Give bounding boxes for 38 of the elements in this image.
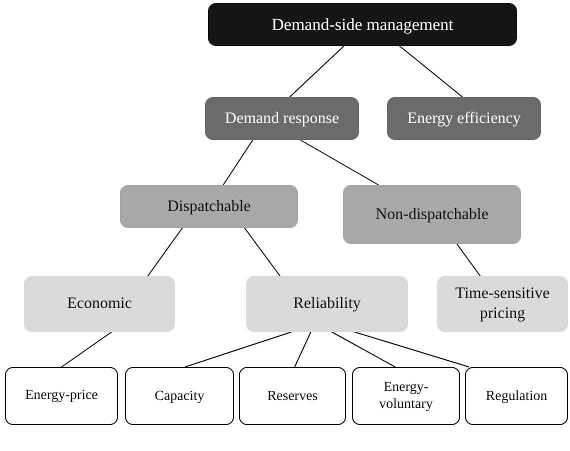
- box-label: Economic: [67, 294, 132, 314]
- connector-line: [244, 228, 281, 276]
- box-label: Energy-price: [25, 387, 98, 405]
- category-box: [246, 276, 408, 332]
- connector-line: [61, 332, 112, 368]
- category-box: [205, 97, 359, 140]
- category-box: [387, 97, 541, 140]
- connector-line: [222, 140, 254, 186]
- category-box: [120, 185, 298, 228]
- box-label: Demand-side management: [272, 14, 454, 36]
- connector-line: [331, 332, 396, 368]
- category-box: [208, 3, 517, 46]
- box-label: Non-dispatchable: [376, 204, 488, 224]
- box-label: Time-sensitive pricing: [454, 284, 551, 324]
- box-label: Dispatchable: [167, 196, 251, 216]
- category-box: [239, 367, 346, 425]
- connector-line: [294, 332, 312, 368]
- category-box: [125, 367, 234, 425]
- box-label: Demand response: [224, 108, 340, 128]
- box-label: Energy efficiency: [407, 108, 521, 128]
- category-box: [352, 367, 460, 425]
- box-label: Capacity: [154, 388, 204, 406]
- category-box: [343, 185, 521, 244]
- box-label: Energy-voluntary: [378, 378, 434, 414]
- connector-line: [456, 244, 481, 276]
- connector-line: [147, 228, 183, 276]
- box-label: Regulation: [486, 388, 548, 406]
- connector-line: [184, 332, 292, 368]
- connector-line: [289, 46, 344, 98]
- box-label: Reliability: [293, 294, 361, 314]
- category-box: [437, 276, 568, 332]
- category-box: [465, 367, 568, 425]
- category-box: [24, 276, 175, 332]
- connector-line: [354, 332, 470, 368]
- connector-line: [399, 46, 463, 98]
- connector-line: [300, 140, 380, 186]
- box-label: Reserves: [267, 388, 318, 406]
- category-box: [5, 367, 118, 425]
